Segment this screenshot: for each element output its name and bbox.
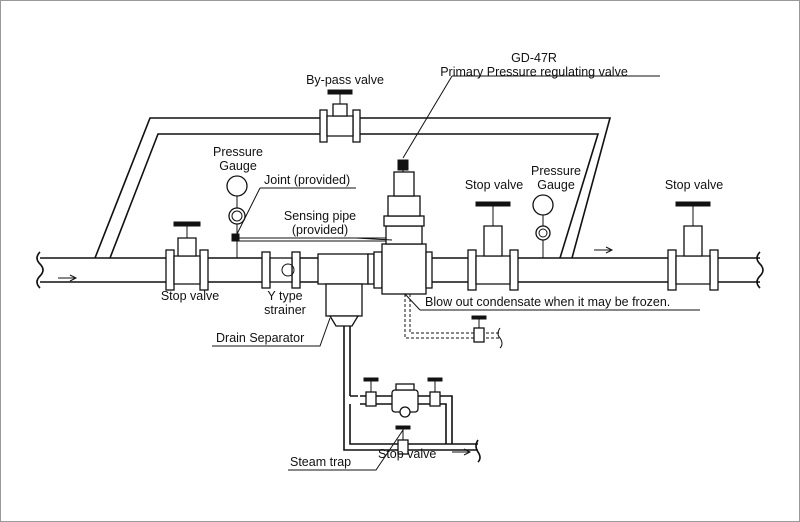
bypass-valve: [319, 89, 361, 143]
leader-lines: [212, 75, 700, 471]
y-type-strainer: [261, 251, 301, 289]
sensing-pipe-label-2: (provided): [292, 223, 348, 237]
blow-out-label: Blow out condensate when it may be froze…: [425, 295, 670, 309]
pressure-gauge-left-label: Pressure: [213, 145, 263, 159]
trap-stop-valve-2: [427, 377, 443, 407]
bypass-valve-label: By-pass valve: [306, 73, 384, 87]
drain-separator-label: Drain Separator: [216, 331, 304, 345]
drain-line: [343, 326, 481, 463]
steam-trap-label: Steam trap: [290, 455, 351, 469]
y-strainer-label: Y type: [267, 289, 302, 303]
bypass-pipe: [94, 117, 612, 259]
stop-valve-left: [165, 221, 209, 291]
stop-valve-right: [667, 201, 719, 291]
sensing-pipe-label: Sensing pipe: [284, 209, 356, 223]
primary-valve-label: Primary Pressure regulating valve: [440, 65, 628, 79]
steam-trap: [391, 383, 419, 418]
stop-valve-right-label: Stop valve: [665, 178, 723, 192]
joint-label: Joint (provided): [264, 173, 350, 187]
pressure-gauge-right-label-2: Gauge: [537, 178, 575, 192]
model-label: GD-47R: [511, 51, 557, 65]
pressure-gauge-left-label-2: Gauge: [219, 159, 257, 173]
y-strainer-label-2: strainer: [264, 303, 306, 317]
drain-separator: [317, 253, 375, 327]
pressure-regulating-valve: [373, 159, 433, 295]
stop-valve-middle: [467, 201, 519, 291]
pressure-gauge-right-label: Pressure: [531, 164, 581, 178]
pressure-gauge-right: [532, 194, 554, 258]
stop-valve-bottom-label: Stop valve: [378, 447, 436, 461]
trap-stop-valve-1: [363, 377, 379, 407]
blow-out-line: [404, 294, 503, 349]
stop-valve-left-label: Stop valve: [161, 289, 219, 303]
stop-valve-middle-label: Stop valve: [465, 178, 523, 192]
pressure-gauge-left: [226, 175, 248, 258]
